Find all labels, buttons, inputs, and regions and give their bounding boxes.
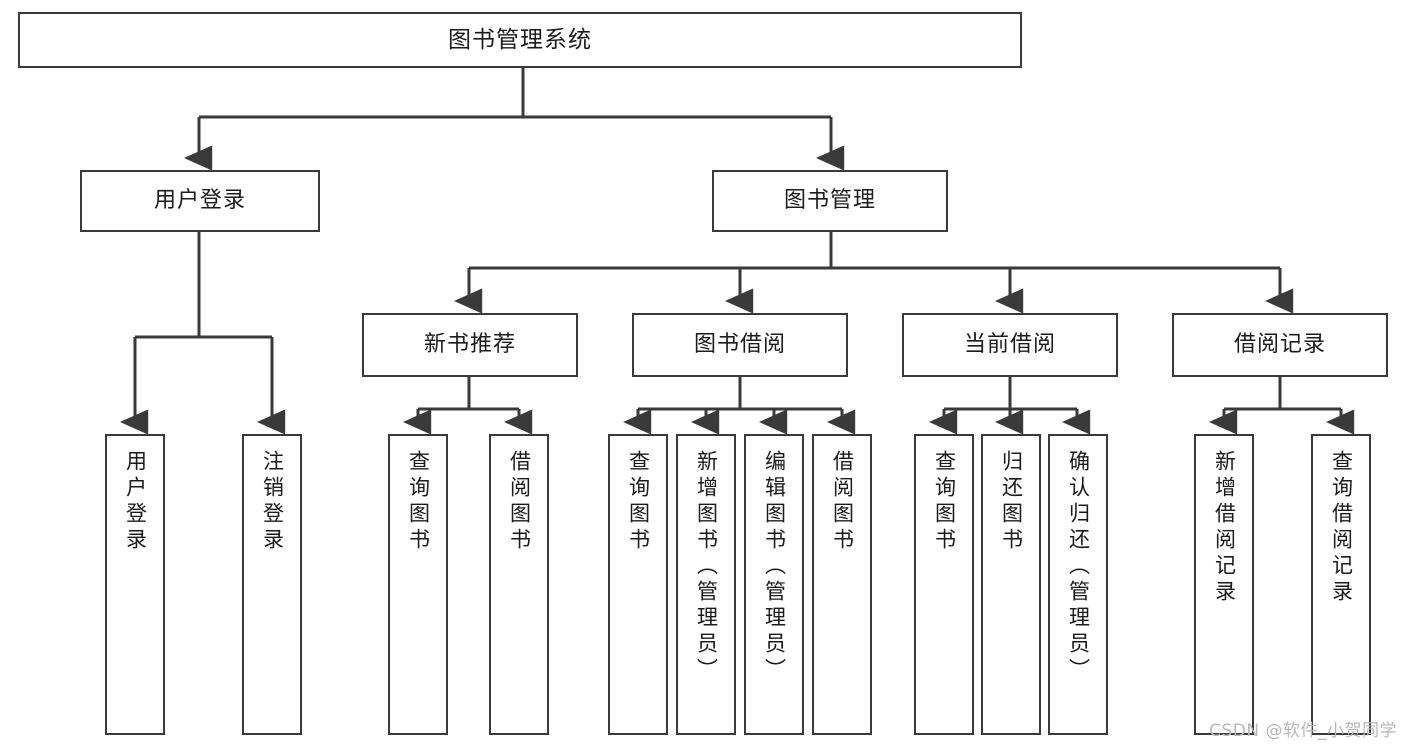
node-leaf-confirm-return-label: 确认归还（管理员）	[1066, 450, 1091, 684]
node-leaf-query-book-3[interactable]: 查询图书	[914, 434, 974, 735]
node-root[interactable]: 图书管理系统	[18, 12, 1022, 68]
node-book-manage[interactable]: 图书管理	[712, 170, 948, 232]
node-leaf-add-record-label: 新增借阅记录	[1212, 450, 1237, 606]
node-current-borrow-label: 当前借阅	[963, 332, 1056, 358]
node-leaf-return-book[interactable]: 归还图书	[981, 434, 1041, 735]
node-user-login[interactable]: 用户登录	[80, 170, 320, 232]
node-root-label: 图书管理系统	[448, 26, 592, 53]
node-leaf-edit-book[interactable]: 编辑图书（管理员）	[744, 434, 804, 735]
node-current-borrow[interactable]: 当前借阅	[902, 313, 1118, 377]
node-borrow-record-label: 借阅记录	[1233, 332, 1326, 358]
node-user-login-label: 用户登录	[153, 188, 246, 214]
node-book-manage-label: 图书管理	[783, 188, 876, 214]
node-leaf-borrow-book-1[interactable]: 借阅图书	[489, 434, 549, 735]
watermark-text: CSDN @软件_小贺同学	[1209, 721, 1397, 741]
node-leaf-user-login[interactable]: 用户登录	[105, 434, 165, 735]
node-leaf-query-book-2[interactable]: 查询图书	[608, 434, 668, 735]
node-leaf-borrow-book-2-label: 借阅图书	[830, 450, 855, 554]
node-leaf-add-book-label: 新增图书（管理员）	[694, 450, 719, 684]
node-borrow-record[interactable]: 借阅记录	[1172, 313, 1388, 377]
node-leaf-query-record-label: 查询借阅记录	[1329, 450, 1354, 606]
node-leaf-logout-label: 注销登录	[260, 450, 285, 554]
node-leaf-add-book[interactable]: 新增图书（管理员）	[676, 434, 736, 735]
node-leaf-query-book-1[interactable]: 查询图书	[388, 434, 448, 735]
node-leaf-edit-book-label: 编辑图书（管理员）	[762, 450, 787, 684]
node-leaf-query-book-3-label: 查询图书	[932, 450, 957, 554]
node-new-book-recommend-label: 新书推荐	[423, 332, 516, 358]
node-leaf-borrow-book-1-label: 借阅图书	[507, 450, 532, 554]
node-leaf-logout[interactable]: 注销登录	[242, 434, 302, 735]
node-leaf-add-record[interactable]: 新增借阅记录	[1194, 434, 1254, 735]
node-leaf-query-book-1-label: 查询图书	[406, 450, 431, 554]
node-leaf-query-record[interactable]: 查询借阅记录	[1311, 434, 1371, 735]
node-book-borrow-label: 图书借阅	[693, 332, 786, 358]
node-leaf-confirm-return[interactable]: 确认归还（管理员）	[1048, 434, 1108, 735]
node-leaf-user-login-label: 用户登录	[123, 450, 148, 554]
node-leaf-query-book-2-label: 查询图书	[626, 450, 651, 554]
node-leaf-borrow-book-2[interactable]: 借阅图书	[812, 434, 872, 735]
node-leaf-return-book-label: 归还图书	[999, 450, 1024, 554]
node-new-book-recommend[interactable]: 新书推荐	[362, 313, 578, 377]
node-book-borrow[interactable]: 图书借阅	[632, 313, 848, 377]
